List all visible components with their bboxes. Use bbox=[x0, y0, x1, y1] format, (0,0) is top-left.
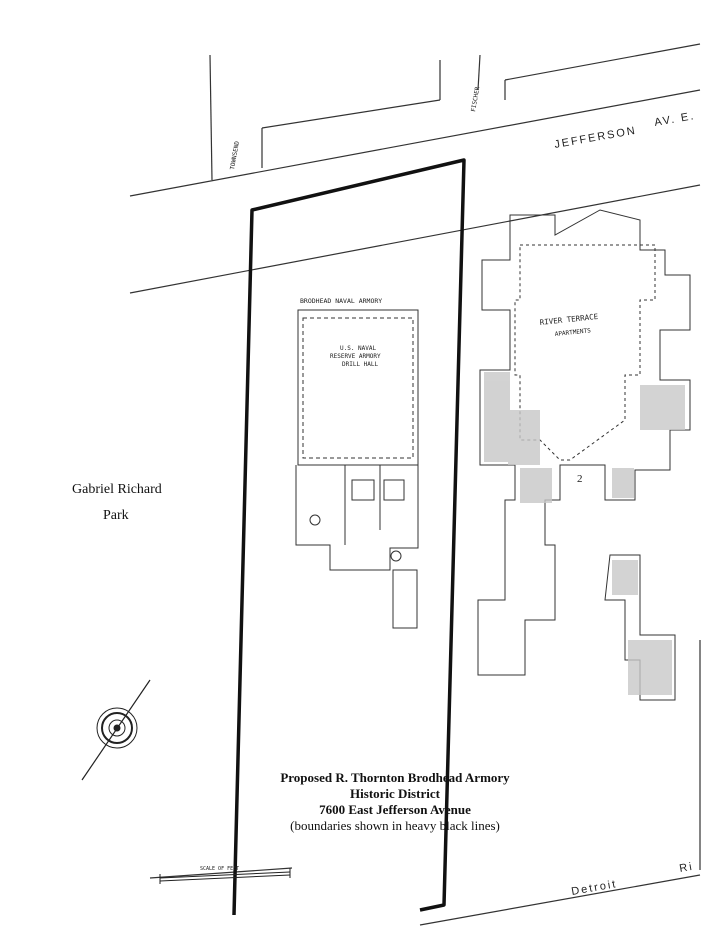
river-terrace-apartments bbox=[477, 209, 691, 701]
armory-label-line2: RESERVE ARMORY bbox=[330, 353, 381, 360]
fischer-street-label: FISCHER bbox=[470, 86, 481, 112]
jefferson-avenue-suffix-label: AV. E. bbox=[653, 110, 696, 129]
river-terrace-subtitle: APARTMENTS bbox=[554, 327, 591, 338]
armory-label-line1: U.S. NAVAL bbox=[340, 345, 377, 352]
compass-rose-icon bbox=[81, 679, 151, 781]
townsend-street-label: TOWNSEND bbox=[229, 140, 241, 170]
scale-bar-label: SCALE OF FEET bbox=[200, 866, 239, 872]
armory-building bbox=[295, 309, 419, 629]
caption-line4: (boundaries shown in heavy black lines) bbox=[290, 818, 500, 833]
detroit-river-label: Detroit bbox=[570, 878, 618, 898]
caption-line2: Historic District bbox=[350, 786, 440, 801]
scale-bar bbox=[159, 868, 291, 884]
river-shoreline bbox=[149, 640, 701, 926]
map-caption: Proposed R. Thornton Brodhead Armory His… bbox=[250, 770, 540, 834]
river-terrace-title: RIVER TERRACE bbox=[539, 312, 599, 327]
jefferson-avenue-label: JEFFERSON bbox=[553, 125, 637, 151]
park-label-line1: Gabriel Richard bbox=[72, 482, 162, 497]
river-terrace-shading bbox=[484, 372, 685, 695]
caption-line3: 7600 East Jefferson Avenue bbox=[319, 802, 471, 817]
jefferson-avenue-edges bbox=[129, 89, 701, 294]
lot-number: 2 bbox=[577, 473, 583, 485]
caption-line1: Proposed R. Thornton Brodhead Armory bbox=[280, 770, 510, 785]
cross-street-lines bbox=[209, 43, 701, 181]
historic-district-boundary bbox=[232, 158, 466, 916]
park-label-line2: Park bbox=[103, 508, 129, 523]
armory-label-line3: DRILL HALL bbox=[342, 361, 379, 368]
armory-title: BRODHEAD NAVAL ARMORY bbox=[300, 297, 382, 305]
detroit-river-end-label: Ri bbox=[678, 861, 694, 875]
